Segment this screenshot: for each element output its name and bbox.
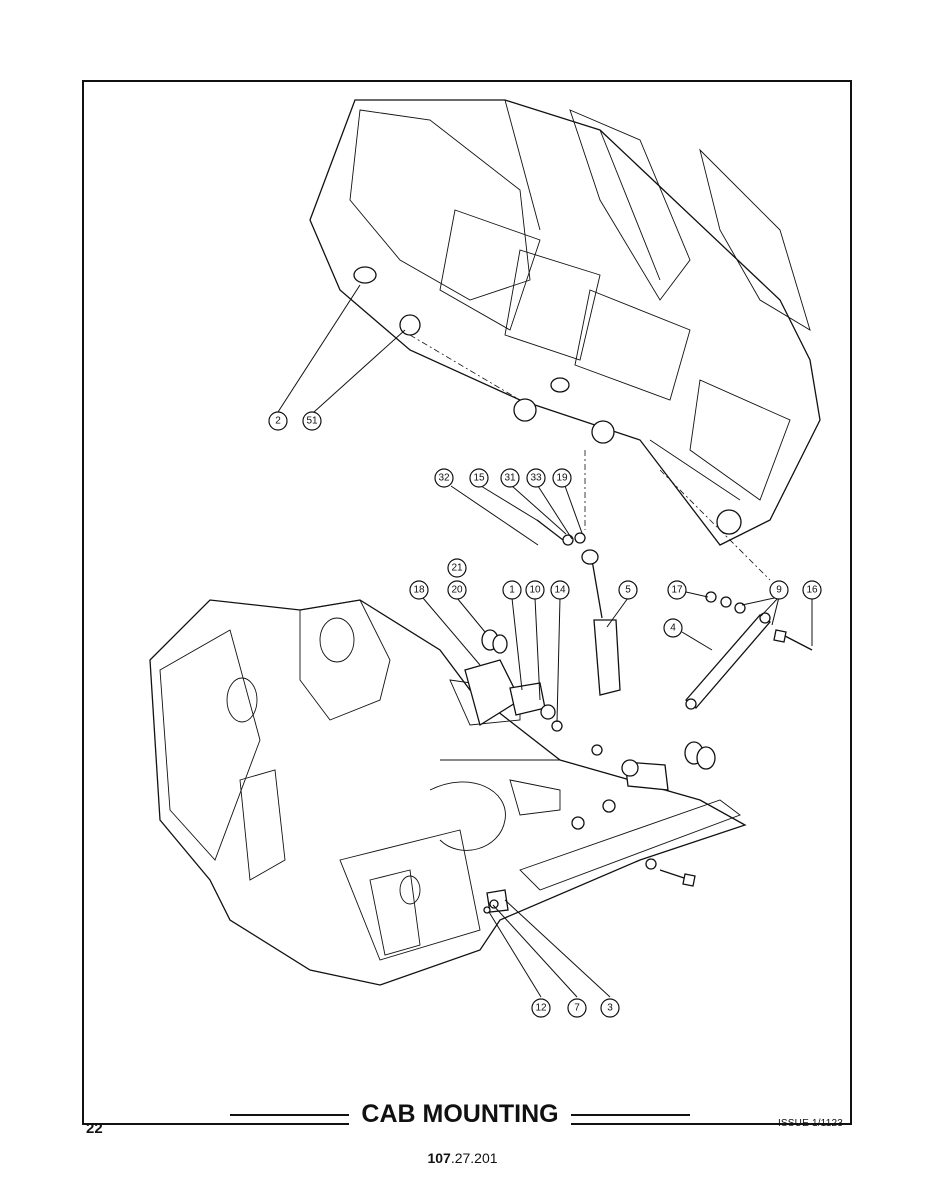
- callout-15: 15: [469, 468, 489, 488]
- svg-text:14: 14: [554, 585, 566, 596]
- callout-32: 32: [434, 468, 454, 488]
- svg-text:7: 7: [574, 1003, 580, 1014]
- issue-label: ISSUE 1/1123: [777, 1118, 843, 1129]
- svg-text:16: 16: [806, 585, 818, 596]
- svg-text:31: 31: [504, 473, 516, 484]
- callout-31: 31: [500, 468, 520, 488]
- page-title: CAB MOUNTING: [230, 1094, 690, 1134]
- svg-text:12: 12: [535, 1003, 547, 1014]
- callout-21: 21: [447, 558, 467, 578]
- cab-frame-illustration: [309, 99, 821, 581]
- svg-text:20: 20: [451, 585, 463, 596]
- svg-text:19: 19: [556, 473, 568, 484]
- svg-text:1: 1: [509, 585, 515, 596]
- svg-text:5: 5: [625, 585, 631, 596]
- callout-3: 3: [600, 998, 620, 1018]
- svg-text:2: 2: [275, 416, 281, 427]
- svg-text:33: 33: [530, 473, 542, 484]
- callout-2: 2: [268, 411, 288, 431]
- chassis-frame-illustration: [149, 599, 747, 986]
- svg-text:17: 17: [671, 585, 683, 596]
- callout-33: 33: [526, 468, 546, 488]
- leader-lines: [277, 284, 813, 998]
- callout-14: 14: [550, 580, 570, 600]
- callout-9: 9: [769, 580, 789, 600]
- callout-19: 19: [552, 468, 572, 488]
- callout-18: 18: [409, 580, 429, 600]
- title-bar: CAB MOUNTING: [230, 1094, 690, 1134]
- callout-20: 20: [447, 580, 467, 600]
- callout-10: 10: [525, 580, 545, 600]
- page-number: 22: [86, 1120, 103, 1137]
- svg-text:21: 21: [451, 563, 463, 574]
- document-code-bold: 107: [427, 1150, 451, 1166]
- svg-text:18: 18: [413, 585, 425, 596]
- svg-text:32: 32: [438, 473, 450, 484]
- callout-12: 12: [531, 998, 551, 1018]
- svg-text:3: 3: [607, 1003, 613, 1014]
- svg-text:9: 9: [776, 585, 782, 596]
- callout-7: 7: [567, 998, 587, 1018]
- svg-text:4: 4: [670, 623, 676, 634]
- document-code: 107.27.201: [0, 1150, 925, 1166]
- callout-1: 1: [502, 580, 522, 600]
- mount-parts-illustration: [464, 519, 813, 914]
- callout-51: 51: [302, 411, 322, 431]
- callout-5: 5: [618, 580, 638, 600]
- document-code-rest: .27.201: [450, 1150, 498, 1166]
- callout-17: 17: [667, 580, 687, 600]
- svg-text:51: 51: [306, 416, 318, 427]
- callout-4: 4: [663, 618, 683, 638]
- callout-16: 16: [802, 580, 822, 600]
- svg-text:10: 10: [529, 585, 541, 596]
- svg-text:15: 15: [473, 473, 485, 484]
